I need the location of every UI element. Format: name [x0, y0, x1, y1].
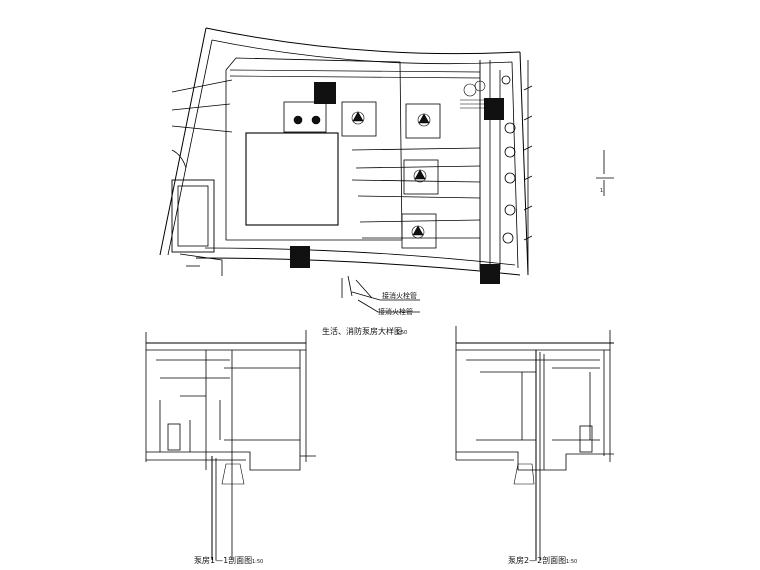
section-1-title: 泵房1—1剖面图 — [194, 555, 252, 565]
section-marker-number: 1 — [600, 188, 603, 194]
plan-columns — [290, 82, 504, 284]
section-marker — [596, 150, 614, 196]
plan-inner-room — [225, 57, 403, 241]
section-2-scale: 1:50 — [566, 559, 577, 565]
plan-pump-1 — [341, 101, 377, 137]
plan-outer-wall-top — [205, 27, 521, 55]
plan-water-tank — [245, 132, 339, 226]
column-top-center — [314, 82, 336, 104]
section-2-2-drawing — [455, 326, 614, 560]
plan-small-tank — [283, 101, 327, 133]
column-top-right — [484, 98, 504, 120]
section-1-pump — [167, 423, 181, 451]
plan-pump-3 — [403, 159, 439, 195]
pump-room-plan — [159, 27, 533, 313]
column-bottom-right — [480, 264, 500, 284]
plan-outer-wall-right — [519, 51, 529, 276]
plan-pump-4 — [401, 213, 437, 249]
plan-outer-wall-left — [159, 27, 207, 256]
section-2-pump — [579, 425, 593, 453]
column-bottom-left — [290, 246, 310, 268]
plan-title: 生活、消防泵房大样图 — [322, 326, 402, 336]
plan-scale: 1:50 — [396, 330, 407, 336]
callout-hydrant-pipe-1: 接消火栓管 — [382, 291, 417, 300]
section-2-title: 泵房2—2剖面图 — [508, 555, 566, 565]
callout-hydrant-pipe-2: 接消火栓管 — [378, 307, 413, 316]
plan-outer-wall-bottom — [195, 257, 521, 276]
section-1-1-drawing — [145, 330, 316, 560]
section-1-scale: 1:50 — [252, 559, 263, 565]
fan-unit — [460, 80, 486, 109]
plan-pump-2 — [405, 103, 441, 139]
plan-annex-room — [171, 179, 215, 253]
pump-symbols — [293, 80, 486, 239]
